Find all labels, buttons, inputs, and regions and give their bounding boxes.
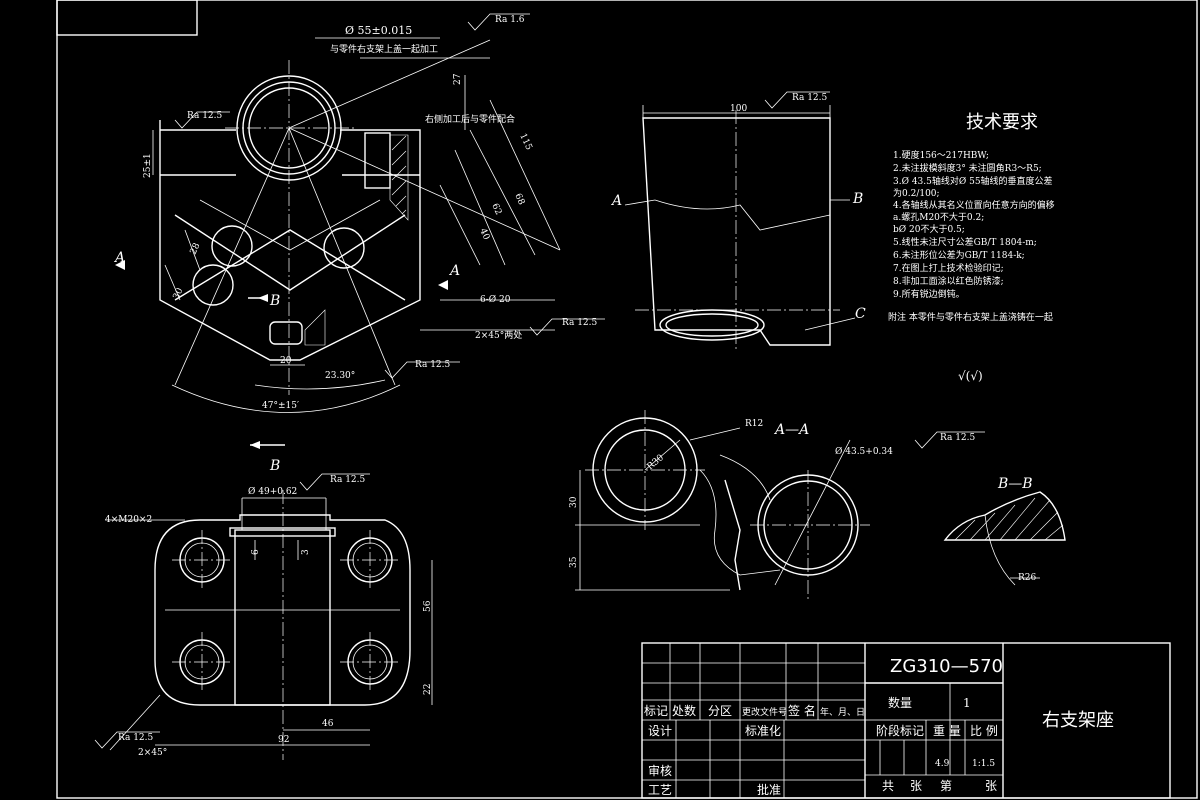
front-label-a-left: A (113, 250, 125, 266)
top-dim-6: 6 (251, 549, 261, 555)
tb-review: 审核 (648, 763, 672, 778)
section-aa-dim-35: 35 (569, 556, 579, 568)
top-bore-dim: Ø 49+0.62 (248, 486, 297, 497)
front-ra-left: Ra 12.5 (187, 111, 223, 121)
roughness-symbol: √(√) (958, 369, 983, 383)
side-dim-100: 100 (730, 104, 747, 114)
top-dim-56: 56 (423, 600, 433, 612)
top-chamfer: 2×45° (138, 748, 167, 758)
title-block: ZG310—570 数量 1 阶段标记 重 量 比 例 4.9 1:1.5 共 … (641, 642, 1171, 799)
section-bb-r26: R26 (1018, 573, 1037, 583)
top-ra-top: Ra 12.5 (330, 475, 366, 485)
front-label-b-lower: B (269, 458, 280, 474)
front-ra-bottom: Ra 12.5 (415, 360, 451, 370)
tb-design: 设计 (648, 724, 672, 738)
tech-item-10: 7.在图上打上技术检验印记; (893, 262, 1004, 274)
tech-item-8: 5.线性未注尺寸公差GB/T 1804-m; (893, 236, 1037, 248)
section-aa-r30: R30 (646, 453, 667, 473)
tb-qty-label: 数量 (888, 695, 912, 710)
tb-ratio-value: 1:1.5 (972, 759, 995, 769)
tb-rev-2: 分区 (708, 704, 732, 718)
tb-stage-label: 阶段标记 (876, 723, 924, 738)
tb-sheet-unit2: 张 (985, 779, 997, 793)
tech-item-7: bØ 20不大于0.5; (893, 223, 965, 235)
top-dim-3: 3 (301, 549, 311, 555)
front-dim-68: 68 (512, 192, 526, 207)
tb-rev-1: 处数 (672, 703, 696, 718)
tech-note: 附注 本零件与零件右支架上盖浇铸在一起 (888, 311, 1053, 323)
tb-sheet-no: 第 (940, 779, 952, 793)
front-view: Ø 55±0.015 与零件右支架上盖一起加工 Ra 1.6 Ra 12.5 右… (113, 13, 605, 474)
front-angle2: 47°±15′ (262, 401, 299, 411)
front-dim-20: 20 (280, 356, 292, 366)
tb-qty-value: 1 (963, 696, 971, 710)
front-bore-dim: Ø 55±0.015 (345, 24, 412, 37)
tb-weight-value: 4.9 (935, 759, 950, 769)
section-aa-bore: Ø 43.5+0.34 (835, 446, 893, 457)
tb-weight-label: 重 量 (933, 724, 961, 738)
section-aa-r12: R12 (745, 419, 763, 429)
tech-item-9: 6.未注形位公差为GB/T 1184-k; (893, 249, 1025, 261)
front-dim-27: 27 (453, 73, 463, 85)
front-holes: 6-Ø 20 (480, 294, 511, 305)
tb-standard: 标准化 (745, 724, 781, 738)
tb-approve: 批准 (757, 782, 781, 797)
front-label-b: B (269, 293, 280, 309)
tech-item-4: 为0.2/100; (893, 187, 940, 199)
top-view: Ø 49+0.62 Ra 12.5 4×M20×2 6 3 56 22 46 9… (94, 473, 433, 760)
side-ra: Ra 12.5 (792, 93, 828, 103)
tech-requirements: 技术要求 1.硬度156～217HBW; 2.未注拔模斜度3° 未注圆角R3～R… (888, 112, 1055, 383)
front-dim-28: 28 (189, 241, 203, 256)
front-label-a-right: A (448, 263, 460, 279)
front-ra-top: Ra 1.6 (495, 15, 525, 25)
section-bb: B—B R26 (943, 476, 1066, 586)
tb-process: 工艺 (648, 783, 672, 797)
tech-item-1: 1.硬度156～217HBW; (893, 149, 989, 161)
tech-heading: 技术要求 (966, 112, 1038, 133)
top-ra-left: Ra 12.5 (118, 733, 154, 743)
front-dim-62: 62 (489, 202, 503, 217)
tech-item-6: a.螺孔M20不大于0.2; (893, 211, 984, 223)
tb-material: ZG310—570 (890, 656, 1003, 677)
tech-item-5: 4.各轴线从其名义位置向任意方向的偏移 (893, 199, 1055, 211)
front-dim-115: 115 (517, 132, 533, 152)
section-aa-dim-30: 30 (569, 496, 579, 508)
front-chamfer: 2×45°两处 (475, 329, 522, 341)
tech-item-3: 3.Ø 43.5轴线对Ø 55轴线的垂直度公差 (893, 175, 1053, 187)
tech-item-12: 9.所有锐边倒钝。 (893, 288, 965, 300)
top-dim-46: 46 (322, 719, 334, 729)
tb-rev-5: 年、月、日 (820, 706, 865, 718)
tb-sheet-total: 共 (882, 779, 894, 793)
side-label-a: A (610, 193, 622, 209)
side-label-b: B (852, 191, 863, 207)
front-side-note: 右侧加工后与零件配合 (425, 113, 515, 125)
front-dim-40: 40 (477, 227, 491, 242)
section-aa: A—A R12 R30 Ø 43.5+0.34 Ra 12.5 30 35 (569, 410, 985, 600)
tech-item-2: 2.未注拔模斜度3° 未注圆角R3～R5; (893, 162, 1042, 174)
tb-part-name: 右支架座 (1042, 710, 1114, 731)
top-dim-92: 92 (278, 735, 289, 745)
tb-sheet-unit1: 张 (910, 779, 922, 793)
front-dim-30: 30 (172, 286, 186, 301)
tb-rev-3: 更改文件号 (742, 706, 787, 718)
tech-item-11: 8.非加工面涂以红色防锈漆; (893, 275, 1004, 287)
top-thread: 4×M20×2 (105, 515, 152, 525)
side-view: 100 Ra 12.5 A B C (610, 91, 866, 350)
sheet-frame (56, 0, 1198, 799)
front-dim-25: 25±1 (143, 153, 153, 178)
top-dim-22: 22 (423, 684, 433, 695)
front-ra-chamfer: Ra 12.5 (562, 318, 598, 328)
front-angle1: 23.30° (325, 371, 355, 381)
section-bb-title: B—B (997, 476, 1033, 492)
tb-rev-4: 签 名 (788, 703, 816, 718)
section-aa-ra: Ra 12.5 (940, 433, 976, 443)
section-aa-title: A—A (773, 422, 809, 438)
side-label-c: C (855, 306, 866, 322)
tb-ratio-label: 比 例 (970, 724, 998, 738)
front-bore-note: 与零件右支架上盖一起加工 (330, 43, 438, 55)
tb-rev-0: 标记 (644, 704, 668, 718)
